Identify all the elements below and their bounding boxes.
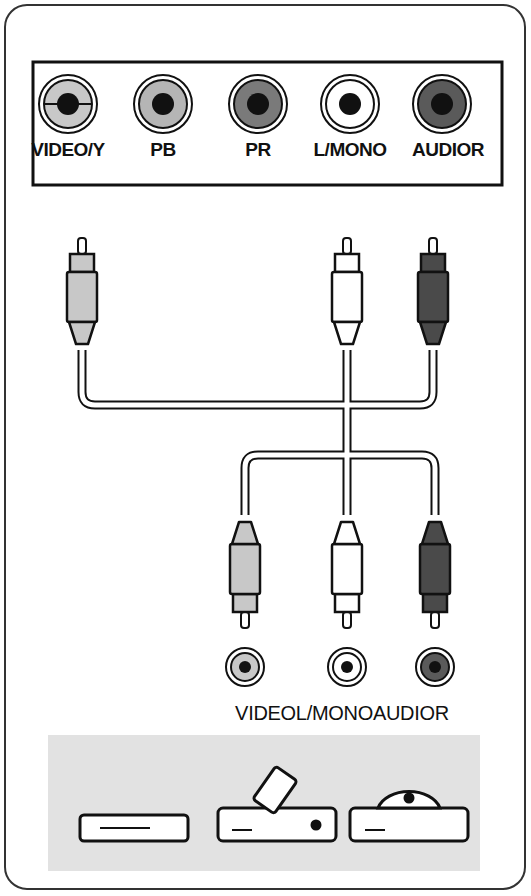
drawing-part xyxy=(335,594,359,612)
drawing-part xyxy=(335,254,359,272)
drawing-part xyxy=(431,612,439,628)
jack-label: VIDEO/Y xyxy=(31,140,105,159)
jack-label: AUDIOR xyxy=(412,140,484,159)
drawing-part xyxy=(233,594,257,612)
outer-frame xyxy=(5,5,525,889)
cable-outline xyxy=(82,350,433,405)
drawing-part xyxy=(69,322,95,344)
jack-ring xyxy=(39,75,97,133)
jack-pin xyxy=(57,93,79,115)
rca-plug xyxy=(230,522,260,628)
drawing-part xyxy=(232,522,258,544)
drawing-part xyxy=(421,254,445,272)
drawing-part xyxy=(422,522,448,544)
rca-plug xyxy=(420,522,450,628)
jack-pin xyxy=(247,93,269,115)
drawing-part xyxy=(423,594,447,612)
drawing-part xyxy=(420,322,446,344)
jack-ring xyxy=(321,75,379,133)
rca-plug xyxy=(332,522,362,628)
device-icons xyxy=(80,766,468,841)
jack-body xyxy=(326,80,374,128)
drawing-part xyxy=(230,544,260,594)
cable-core xyxy=(245,455,435,515)
drawing-part xyxy=(420,544,450,594)
jack-pin xyxy=(341,661,353,673)
drawing-part xyxy=(429,238,437,254)
jack-body xyxy=(333,653,361,681)
drawing-part xyxy=(332,272,362,322)
cable-outline xyxy=(343,350,352,515)
jack-ring xyxy=(229,75,287,133)
jack-pin xyxy=(152,93,174,115)
jack-pin xyxy=(339,93,361,115)
jack-label: PR xyxy=(245,140,270,159)
jack-ring xyxy=(226,648,264,686)
rca-plug xyxy=(418,238,448,344)
cable-core xyxy=(82,350,433,405)
jack-body xyxy=(234,80,282,128)
jack-panel xyxy=(33,62,502,185)
jack-ring xyxy=(413,75,471,133)
drawing-part xyxy=(332,544,362,594)
jack-pin xyxy=(431,93,453,115)
cable-core xyxy=(345,350,350,515)
drawing-part xyxy=(70,254,94,272)
drawing-part xyxy=(67,272,97,322)
drawing-part xyxy=(334,522,360,544)
jack-ring xyxy=(328,648,366,686)
drawing-part xyxy=(343,612,351,628)
drawing-part xyxy=(343,238,351,254)
jack-body xyxy=(44,80,92,128)
device-jack-label: VIDEOL/MONOAUDIOR xyxy=(235,703,449,723)
jack-body xyxy=(418,80,466,128)
rca-plug xyxy=(67,238,97,344)
jack-body xyxy=(231,653,259,681)
drawing-part xyxy=(241,612,249,628)
jack-ring xyxy=(134,75,192,133)
jack-pin xyxy=(429,661,441,673)
jack-pin xyxy=(239,661,251,673)
drawing-part xyxy=(78,238,86,254)
jack-label: PB xyxy=(150,140,175,159)
jack-body xyxy=(421,653,449,681)
cable-outline xyxy=(245,455,435,515)
jack-label: L/MONO xyxy=(314,140,387,159)
jack-ring xyxy=(416,648,454,686)
drawing-part xyxy=(334,322,360,344)
drawing-part xyxy=(418,272,448,322)
device-area xyxy=(48,735,480,871)
rca-plug xyxy=(332,238,362,344)
jack-body xyxy=(139,80,187,128)
